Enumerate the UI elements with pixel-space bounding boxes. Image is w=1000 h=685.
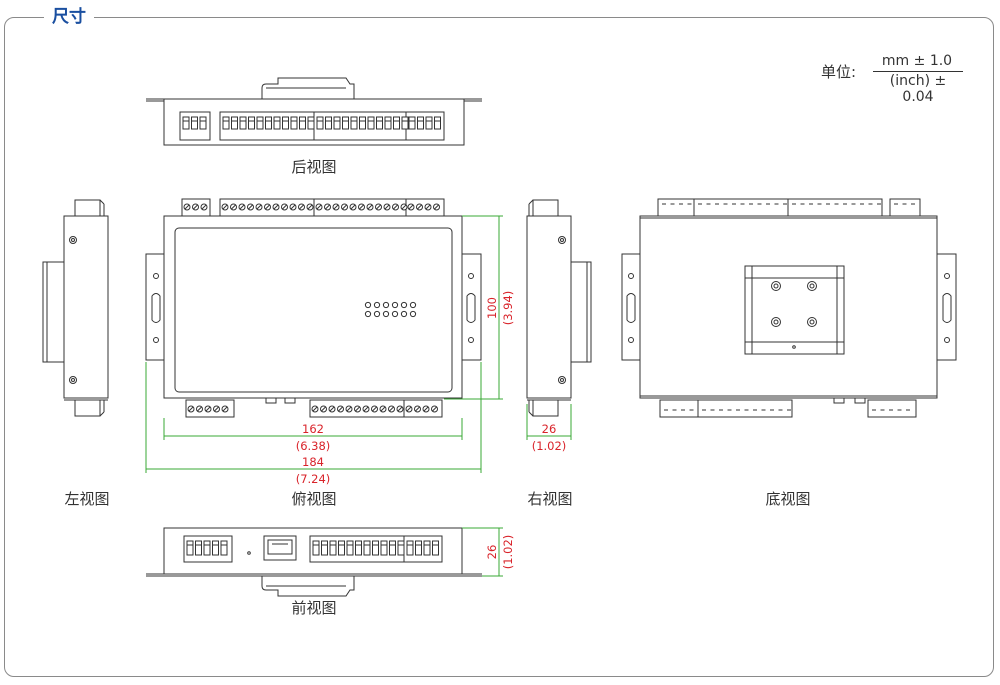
dim-depth-front-mm: 26 <box>485 545 499 560</box>
dim-depth-front-inch: (1.02) <box>501 535 515 570</box>
caption-top-view: 俯视图 <box>291 490 337 508</box>
caption-right-view: 右视图 <box>527 490 573 508</box>
caption-rear-view: 后视图 <box>291 158 337 176</box>
rear-view <box>146 77 482 146</box>
dim-height-inch: (3.94) <box>501 291 515 326</box>
dim-depth-side-inch: (1.02) <box>532 439 567 453</box>
dim-depth-side-mm: 26 <box>542 422 557 436</box>
caption-front-view: 前视图 <box>291 599 337 617</box>
top-view <box>145 198 482 418</box>
outer-frame <box>4 17 994 677</box>
bottom-view <box>621 198 957 418</box>
caption-left-view: 左视图 <box>64 490 110 508</box>
dim-width-inner-inch: (6.38) <box>296 439 331 453</box>
unit-numerator: mm ± 1.0 <box>881 53 953 69</box>
dim-height-mm: 100 <box>485 297 499 319</box>
unit-label: 单位: <box>821 63 857 81</box>
dim-width-outer-mm: 184 <box>302 455 324 469</box>
right-view <box>526 199 592 417</box>
front-view <box>146 527 482 597</box>
unit-legend: 单位: mm ± 1.0 (inch) ± 0.04 <box>821 53 971 105</box>
caption-bottom-view: 底视图 <box>765 490 811 508</box>
dim-width-outer-inch: (7.24) <box>296 472 331 486</box>
dim-width-inner-mm: 162 <box>302 422 324 436</box>
section-title: 尺寸 <box>44 6 94 28</box>
unit-denominator: (inch) ± 0.04 <box>889 73 947 105</box>
left-view <box>42 199 109 417</box>
dimension-lines <box>145 215 572 577</box>
unit-fraction-bar <box>873 71 963 72</box>
